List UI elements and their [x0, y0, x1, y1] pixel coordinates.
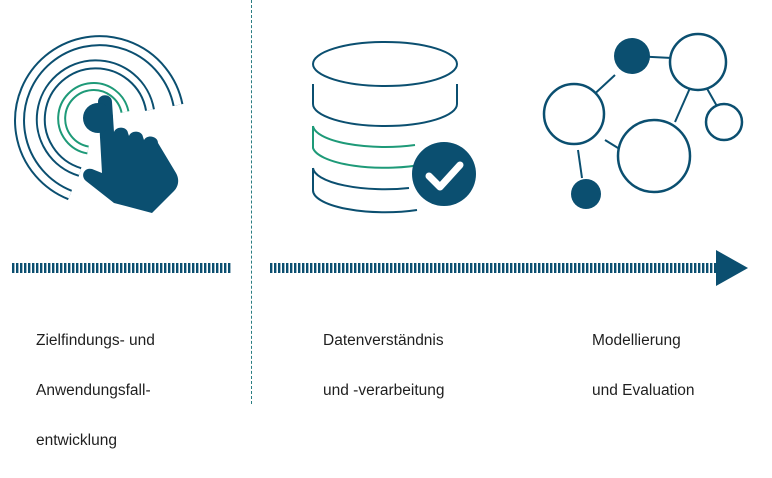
timeline-arrowhead: [716, 250, 748, 286]
step-label-1-line-3: entwicklung: [36, 432, 117, 449]
step-label-2: Datenverständnis und -verarbeitung: [323, 303, 445, 428]
step-label-3: Modellierung und Evaluation: [592, 303, 695, 428]
step-label-1-line-1: Zielfindungs- und: [36, 332, 155, 349]
phase-divider: [251, 0, 252, 404]
step-label-3-line-2: und Evaluation: [592, 382, 695, 399]
step-label-3-line-1: Modellierung: [592, 332, 681, 349]
step-label-1-line-2: Anwendungsfall-: [36, 382, 151, 399]
database-check-icon: [311, 41, 476, 214]
step-label-2-line-2: und -verarbeitung: [323, 382, 445, 399]
network-nodes-icon: [542, 32, 744, 209]
step-label-2-line-1: Datenverständnis: [323, 332, 444, 349]
timeline-segment-2: [270, 263, 720, 273]
process-diagram: Zielfindungs- und Anwendungsfall- entwic…: [12, 0, 748, 449]
step-label-1: Zielfindungs- und Anwendungsfall- entwic…: [36, 303, 155, 478]
tap-gesture-icon: [14, 35, 184, 213]
timeline-segment-1: [12, 263, 232, 273]
